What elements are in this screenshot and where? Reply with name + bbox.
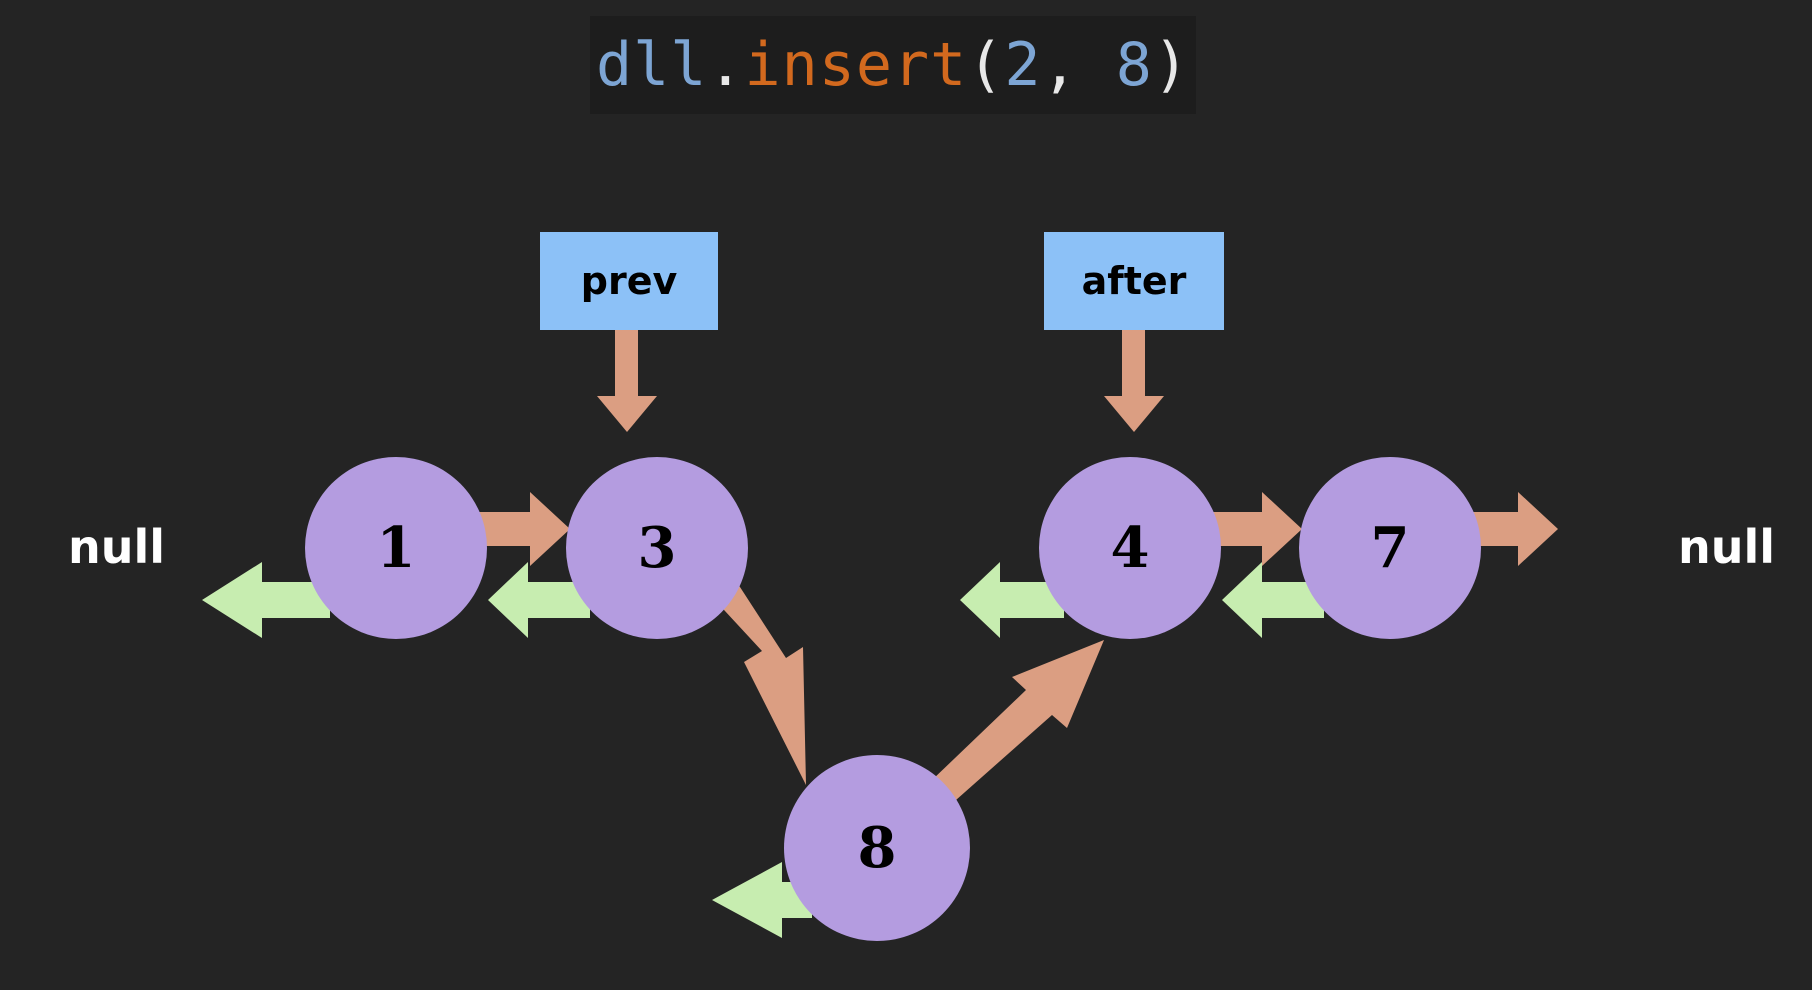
prev-arrow-3-to-1: [488, 562, 590, 638]
list-node-7-value: 7: [1370, 515, 1410, 581]
code-token-dot: .: [707, 30, 745, 100]
code-title-panel: dll.insert(2, 8): [590, 16, 1196, 114]
code-token-open-paren: (: [967, 30, 1005, 100]
prev-arrow-8-left: [712, 862, 812, 938]
next-arrow-7-to-null: [1462, 492, 1558, 566]
null-terminator-right: null: [1678, 520, 1776, 574]
list-node-4-value: 4: [1110, 515, 1150, 581]
pointer-arrow-prev: [597, 330, 657, 432]
code-token-variable: dll: [596, 30, 708, 100]
code-token-arg-index: 2: [1004, 30, 1042, 100]
list-node-4[interactable]: 4: [1039, 457, 1221, 639]
null-terminator-left: null: [68, 520, 166, 574]
next-arrow-8-to-4: [931, 640, 1104, 800]
list-node-7[interactable]: 7: [1299, 457, 1481, 639]
list-node-8-value: 8: [857, 815, 897, 881]
code-token-comma: ,: [1041, 30, 1116, 100]
pointer-label-after-text: after: [1081, 259, 1187, 303]
next-arrow-1-to-3: [470, 492, 570, 566]
prev-arrow-4-left: [960, 562, 1064, 638]
code-title-text: dll.insert(2, 8): [596, 35, 1190, 95]
list-node-1-value: 1: [376, 515, 416, 581]
code-token-close-paren: ): [1152, 30, 1190, 100]
list-node-8[interactable]: 8: [784, 755, 970, 941]
pointer-label-after[interactable]: after: [1044, 232, 1224, 330]
next-arrow-3-to-8: [700, 567, 806, 785]
prev-arrow-7-to-4: [1222, 562, 1324, 638]
prev-arrow-1-to-null: [202, 562, 330, 638]
next-arrow-4-to-7: [1204, 492, 1302, 566]
list-node-1[interactable]: 1: [305, 457, 487, 639]
list-node-3[interactable]: 3: [566, 457, 748, 639]
pointer-label-prev[interactable]: prev: [540, 232, 718, 330]
code-token-function: insert: [744, 30, 968, 100]
pointer-label-prev-text: prev: [580, 259, 678, 303]
list-node-3-value: 3: [637, 515, 677, 581]
code-token-arg-value: 8: [1115, 30, 1153, 100]
pointer-arrow-after: [1104, 330, 1164, 432]
